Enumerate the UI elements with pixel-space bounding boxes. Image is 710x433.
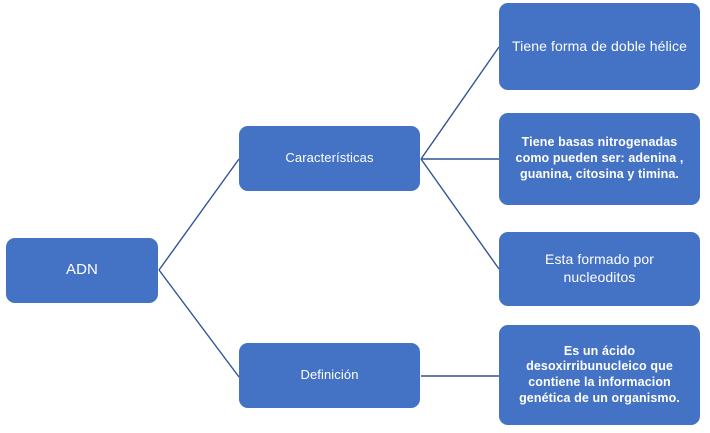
node-definicion[interactable]: Definición [239, 343, 420, 408]
node-acido-desoxirribunucleico[interactable]: Es un ácido desoxirribunucleico que cont… [499, 325, 700, 425]
node-basas-nitrogenadas-label: Tiene basas nitrogenadas como pueden ser… [515, 135, 684, 181]
connector-root-to-definicion [158, 269, 240, 378]
node-doble-helice-label: Tiene forma de doble hélice [512, 37, 687, 54]
connector-root-to-caracteristicas [158, 158, 240, 271]
node-nucleoditos-label: Esta formado por nucleoditos [545, 251, 654, 285]
node-caracteristicas-label: Características [285, 150, 374, 166]
node-acido-desoxirribunucleico-label: Es un ácido desoxirribunucleico que cont… [519, 343, 680, 405]
node-basas-nitrogenadas[interactable]: Tiene basas nitrogenadas como pueden ser… [499, 113, 700, 205]
node-doble-helice[interactable]: Tiene forma de doble hélice [499, 3, 700, 90]
node-adn-label: ADN [66, 261, 98, 279]
connector-caracteristicas-to-nucleotidos [420, 158, 500, 270]
connector-caracteristicas-to-helice [420, 46, 500, 160]
node-caracteristicas[interactable]: Características [239, 126, 420, 191]
node-definicion-label: Definición [300, 367, 359, 383]
node-adn[interactable]: ADN [6, 238, 158, 303]
node-nucleoditos[interactable]: Esta formado por nucleoditos [499, 232, 700, 306]
